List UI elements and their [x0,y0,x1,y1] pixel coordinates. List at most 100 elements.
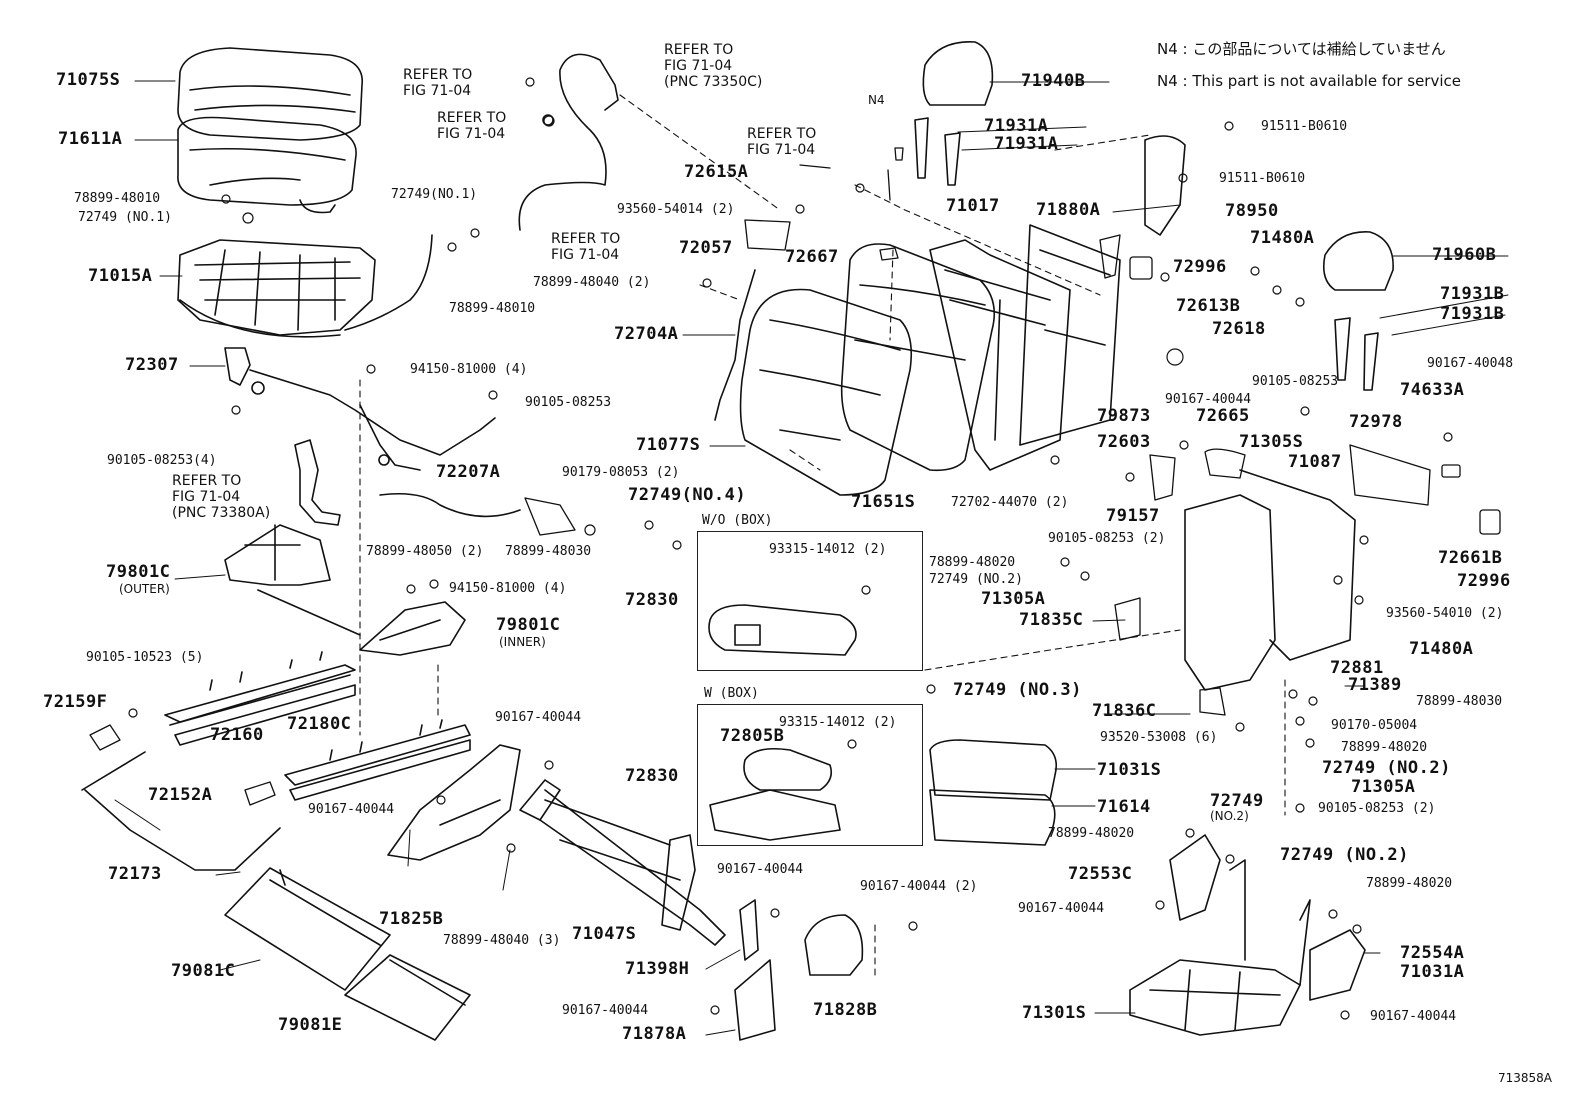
tag-no2: (NO.2) [1210,809,1249,823]
part-label-72805b: 72805B [720,726,785,746]
seatbelt [518,53,619,231]
part-label-78899-48010-a: 78899-48010 [74,191,161,206]
part-label-71940b: 71940B [1021,71,1086,91]
frame-71047s [519,779,726,946]
headrest-71940b [922,41,994,106]
cover-79081c [224,867,391,991]
part-label-71931b-2: 71931B [1440,304,1505,324]
part-label-90167-40044-b: 90167-40044 [308,802,395,817]
part-label-90105-08253-4: 90105-08253(4) [107,453,217,468]
part-label-71031s: 71031S [1097,760,1162,780]
part-label-71398h: 71398H [625,959,690,979]
part-label-72830-b: 72830 [625,766,679,786]
armrest-71031s [929,739,1058,801]
part-label-72603: 72603 [1097,432,1151,452]
refer-note-1: REFER TO FIG 71-04 [403,67,473,99]
part-label-94150-81000-b: 94150-81000 (4) [449,581,567,596]
track-lever-72307 [224,347,496,471]
part-label-79873: 79873 [1097,406,1151,426]
part-label-79801c-inner: 79801C [496,615,561,635]
part-label-91511-b0610-b: 91511-B0610 [1219,171,1306,186]
part-label-78950: 78950 [1225,201,1279,221]
cover-72553c [1169,834,1221,921]
part-label-90167-40044-d: 90167-40044 [562,1003,649,1018]
part-label-90105-08253-c: 90105-08253 (2) [1318,801,1436,816]
refer-note-6: REFER TO FIG 71-04 (PNC 73380A) [172,473,271,521]
part-label-72704a: 72704A [614,324,679,344]
part-label-90179-08053: 90179-08053 (2) [562,465,680,480]
wire-72207a [379,492,521,518]
seatback-board-71880a [1019,224,1121,446]
part-label-71651s: 71651S [851,492,916,512]
part-label-72159f: 72159F [43,692,108,712]
part-label-90167-40044-g: 90167-40044 [1370,1009,1457,1024]
part-label-90170-05004: 90170-05004 [1331,718,1418,733]
part-label-90105-08253-a: 90105-08253 [525,395,612,410]
part-label-71077s: 71077S [636,435,701,455]
part-label-74633a: 74633A [1400,380,1465,400]
part-label-71836c: 71836C [1092,701,1157,721]
part-label-71305a-a: 71305A [981,589,1046,609]
wo-box-label: W/O (BOX) [702,513,773,528]
seatback-71651s [840,243,996,472]
seat-bracket-79801c-inner [359,601,466,656]
leader-lines [114,80,1509,1036]
w-box-label: W (BOX) [704,686,759,701]
cover-71828b [804,914,864,976]
part-label-72553c: 72553C [1068,864,1133,884]
part-label-72667: 72667 [785,247,839,267]
part-label-90105-08253-2: 90105-08253 (2) [1048,531,1166,546]
part-label-91511-b0610-a: 91511-B0610 [1261,119,1348,134]
garnish-78950 [1144,135,1186,236]
part-label-79081e: 79081E [278,1015,343,1035]
part-label-72618: 72618 [1212,319,1266,339]
fasteners [128,77,1453,1020]
part-label-90167-40044-a: 90167-40044 [495,710,582,725]
part-label-72160: 72160 [210,725,264,745]
part-label-71301s: 71301S [1022,1003,1087,1023]
part-label-93315-14012-a: 93315-14012 (2) [769,542,887,557]
part-label-71480a-a: 71480A [1250,228,1315,248]
part-label-93560-54010: 93560-54010 (2) [1386,606,1504,621]
part-label-78899-48050: 78899-48050 (2) [366,544,484,559]
part-label-71305s: 71305S [1239,432,1304,452]
note-n4-english: N4 : This part is not available for serv… [1157,72,1461,90]
tag-inner: (INNER) [499,635,546,649]
part-label-71825b: 71825B [379,909,444,929]
seat-bracket-79801c-outer [224,524,331,586]
cover-79081e [344,954,471,1041]
part-label-71835c: 71835C [1019,610,1084,630]
bolt-shape [542,114,554,126]
part-label-72307: 72307 [125,355,179,375]
part-label-72749-no2-d: 72749 (NO.2) [1280,845,1409,865]
part-label-71960b: 71960B [1432,245,1497,265]
part-label-93315-14012-b: 93315-14012 (2) [779,715,897,730]
part-label-72180c: 72180C [287,714,352,734]
part-label-72749-no2-b: 72749 (NO.2) [1322,758,1451,778]
cushion-cover-71075s [177,47,363,141]
seat-track-72180c [284,719,471,801]
part-label-71931a-2: 71931A [994,134,1059,154]
lid-72805b [743,747,833,791]
part-label-72749-no4: 72749(NO.4) [628,485,747,505]
cover-72554a [1309,929,1366,1001]
part-label-78899-48020-a: 78899-48020 [929,555,1016,570]
part-label-72749-no3: 72749 (NO.3) [953,680,1082,700]
part-label-72996-b: 72996 [1457,571,1511,591]
part-label-72661b: 72661B [1438,548,1503,568]
part-label-71031a: 71031A [1400,962,1465,982]
part-label-90167-40044-f: 90167-40044 [1018,901,1105,916]
part-label-78899-48040-2: 78899-48040 (2) [533,275,651,290]
part-label-78899-48030-a: 78899-48030 [505,544,592,559]
figure-code: 713858A [1498,1071,1553,1085]
armrest-pad-71614 [929,789,1056,846]
headrest-stay-71931b [1334,317,1379,391]
part-label-71880a: 71880A [1036,200,1101,220]
part-label-72881: 72881 [1330,658,1384,678]
refer-note-5: REFER TO FIG 71-04 [551,231,621,263]
part-label-72173: 72173 [108,864,162,884]
seatback-71077s [739,288,913,496]
part-label-72749-no1-b: 72749(NO.1) [391,187,478,202]
